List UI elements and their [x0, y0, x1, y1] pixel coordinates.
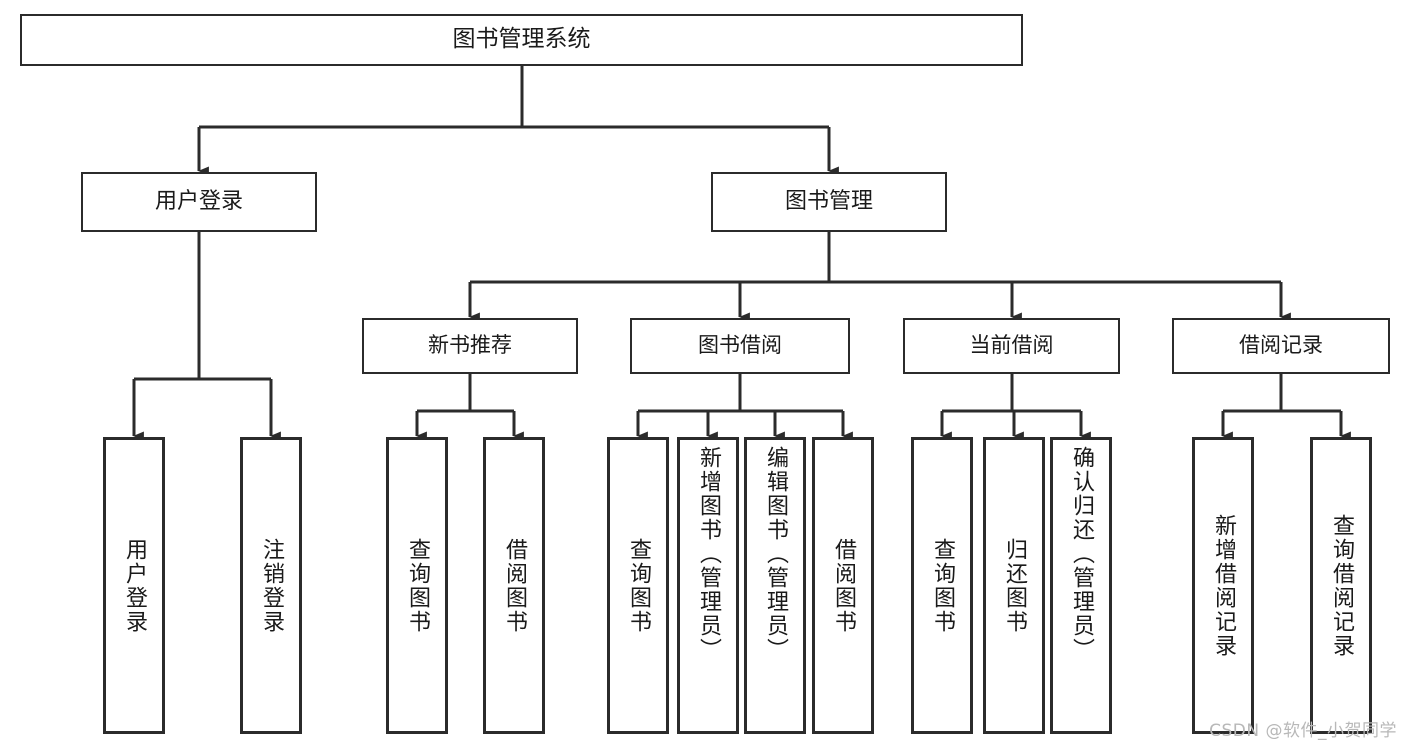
node-label: 当前借阅 [969, 333, 1054, 358]
watermark-text: CSDN @软件_小贺同学 [1209, 721, 1397, 741]
node-current-borrow[interactable]: 当前借阅 [903, 318, 1120, 374]
node-leaf-query-book-1[interactable]: 查询图书 [386, 437, 448, 734]
node-leaf-query-book-2[interactable]: 查询图书 [607, 437, 669, 734]
node-label: 查询借阅记录 [1329, 513, 1354, 658]
node-leaf-confirm-return[interactable]: 确认归还（管理员） [1050, 437, 1112, 734]
node-label: 查询图书 [405, 537, 430, 634]
node-label: 新书推荐 [428, 333, 512, 358]
node-leaf-borrow-book-2[interactable]: 借阅图书 [812, 437, 874, 734]
node-leaf-borrow-book-1[interactable]: 借阅图书 [483, 437, 545, 734]
node-label: 借阅记录 [1239, 333, 1323, 358]
node-label: 归还图书 [1002, 537, 1027, 634]
node-leaf-add-book[interactable]: 新增图书（管理员） [677, 437, 739, 734]
node-book-manage[interactable]: 图书管理 [711, 172, 947, 232]
node-label: 用户登录 [122, 537, 147, 634]
node-label: 用户登录 [154, 188, 243, 214]
node-label: 查询图书 [626, 537, 651, 634]
node-leaf-return-book[interactable]: 归还图书 [983, 437, 1045, 734]
node-leaf-query-record[interactable]: 查询借阅记录 [1310, 437, 1372, 734]
node-label: 确认归还（管理员） [1069, 446, 1094, 662]
node-leaf-logout[interactable]: 注销登录 [240, 437, 302, 734]
node-leaf-query-book-3[interactable]: 查询图书 [911, 437, 973, 734]
node-label: 新增借阅记录 [1211, 513, 1236, 658]
node-leaf-add-record[interactable]: 新增借阅记录 [1192, 437, 1254, 734]
node-borrow-record[interactable]: 借阅记录 [1172, 318, 1390, 374]
node-leaf-user-login[interactable]: 用户登录 [103, 437, 165, 734]
node-label: 图书管理 [784, 188, 873, 214]
node-book-borrow[interactable]: 图书借阅 [630, 318, 850, 374]
node-label: 查询图书 [930, 537, 955, 634]
node-leaf-edit-book[interactable]: 编辑图书（管理员） [744, 437, 806, 734]
node-user-login[interactable]: 用户登录 [81, 172, 317, 232]
node-label: 新增图书（管理员） [696, 446, 721, 662]
node-new-book-rec[interactable]: 新书推荐 [362, 318, 578, 374]
node-label: 图书管理系统 [452, 26, 591, 53]
node-label: 注销登录 [259, 537, 284, 634]
node-label: 图书借阅 [698, 333, 782, 358]
node-root[interactable]: 图书管理系统 [20, 14, 1023, 66]
node-label: 编辑图书（管理员） [763, 446, 788, 662]
node-label: 借阅图书 [502, 537, 527, 634]
node-label: 借阅图书 [831, 537, 856, 634]
